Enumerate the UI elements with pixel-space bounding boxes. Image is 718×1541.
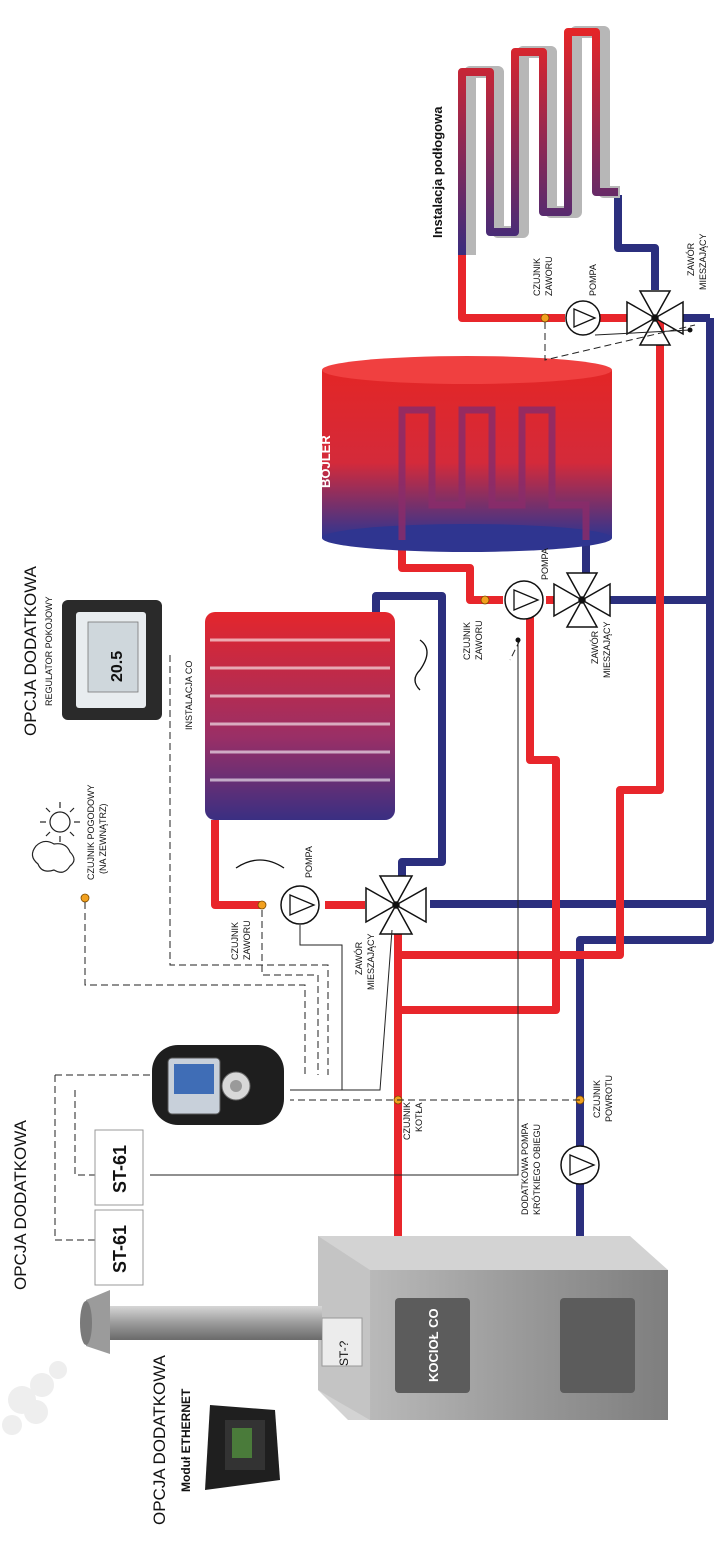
return-sensor-label-1: CZUJNIK [592, 1080, 602, 1118]
radiator [205, 612, 395, 820]
pump-co [280, 885, 320, 925]
room-regulator [62, 600, 162, 720]
optional-room-label: OPCJA DODATKOWA [21, 565, 40, 736]
sensor-co-valve [257, 900, 267, 910]
supply-pipe-branch2 [398, 320, 664, 959]
flue-pipe [80, 1290, 322, 1354]
boiler-name-label: KOCIOŁ CO [426, 1308, 441, 1382]
optional-st61-label: OPCJA DODATKOWA [11, 1119, 30, 1290]
pump-floor-label: POMPA [588, 264, 598, 296]
valve-co-label-2: MIESZAJĄCY [366, 933, 376, 990]
sensor-floor-label-2: ZAWORU [544, 256, 554, 296]
return-sensor-label-2: POWROTU [604, 1075, 614, 1122]
supply-pipe-co-up [211, 820, 262, 909]
pump-co-label: POMPA [304, 846, 314, 878]
control-wires [54, 322, 696, 1241]
sensor-weather [80, 893, 90, 903]
st61-label-b: ST-61 [110, 1145, 130, 1193]
return-pipe-co [372, 592, 446, 880]
sensor-co-label-1: CZUJNIK [230, 922, 240, 960]
mixing-valve-bojler [553, 572, 611, 628]
kociol-boiler [318, 1236, 668, 1420]
extra-pump-label-2: KRÓTKIEGO OBIEGU [532, 1124, 542, 1215]
floor-heating-coil [458, 26, 620, 255]
supply-pipe-floor-up [458, 255, 565, 322]
weather-sun-icon [40, 802, 80, 842]
weather-cloud-icon [31, 840, 75, 873]
kettle-sensor-label-1: CZUJNIK [402, 1102, 412, 1140]
pump-short-circuit [560, 1145, 600, 1185]
smoke-icon [2, 1361, 67, 1435]
valve-bojler-label-1: ZAWÓR [590, 630, 600, 664]
controller-tag-label: ST-? [337, 1340, 351, 1366]
weather-sensor-label-1: CZUJNIK POGODOWY [86, 784, 96, 880]
st61-label-a: ST-61 [110, 1225, 130, 1273]
signal-wires [150, 329, 691, 1176]
valve-floor-label-2: MIESZAJĄCY [698, 233, 708, 290]
supply-pipe-branch1 [398, 610, 560, 1014]
return-pipe-floor-up [614, 195, 659, 290]
bojler-tank [322, 356, 612, 552]
extra-pump-label-1: DODATKOWA POMPA [520, 1123, 530, 1215]
sensor-floor-valve [540, 313, 550, 323]
room-regulator-label: REGULATOR POKOJOWY [44, 596, 54, 706]
flow-arrow-radiator [414, 639, 428, 691]
kettle-sensor-label-2: KOTŁA [414, 1102, 424, 1132]
ethernet-module [205, 1405, 280, 1490]
sensor-bojler-valve [480, 595, 490, 605]
sensor-bojler-label-1: CZUJNIK [462, 622, 472, 660]
pump-floor [565, 300, 601, 336]
co-install-label: INSTALACJA CO [184, 661, 194, 730]
sensor-co-label-2: ZAWORU [242, 920, 252, 960]
valve-floor-label-1: ZAWÓR [686, 242, 696, 276]
main-controller [152, 1045, 284, 1125]
sensor-bojler-label-2: ZAWORU [474, 620, 484, 660]
st61-module-a [94, 1209, 144, 1286]
valve-bojler-label-2: MIESZAJĄCY [602, 621, 612, 678]
mixing-valve-co [365, 875, 427, 935]
mixing-valve-floor [626, 290, 684, 346]
st61-module-b [94, 1129, 144, 1206]
floor-heating-label: Instalacja podłogowa [430, 106, 445, 238]
sensor-floor-label-1: CZUJNIK [532, 258, 542, 296]
thermostat-temp: 20.5 [109, 651, 126, 682]
return-pipes [372, 195, 714, 1236]
eth-module-label: Moduł ETHERNET [179, 1388, 193, 1492]
bojler-label: BOJLER [318, 435, 333, 488]
pump-bojler [504, 580, 544, 620]
optional-eth-label: OPCJA DODATKOWA [150, 1354, 169, 1525]
flow-arrow-pump [235, 859, 285, 869]
pump-bojler-label: POMPA [540, 548, 550, 580]
weather-sensor-label-2: (NA ZEWNĄTRZ) [98, 804, 108, 875]
valve-co-label-1: ZAWÓR [354, 941, 364, 975]
return-pipe-main [576, 318, 714, 1236]
